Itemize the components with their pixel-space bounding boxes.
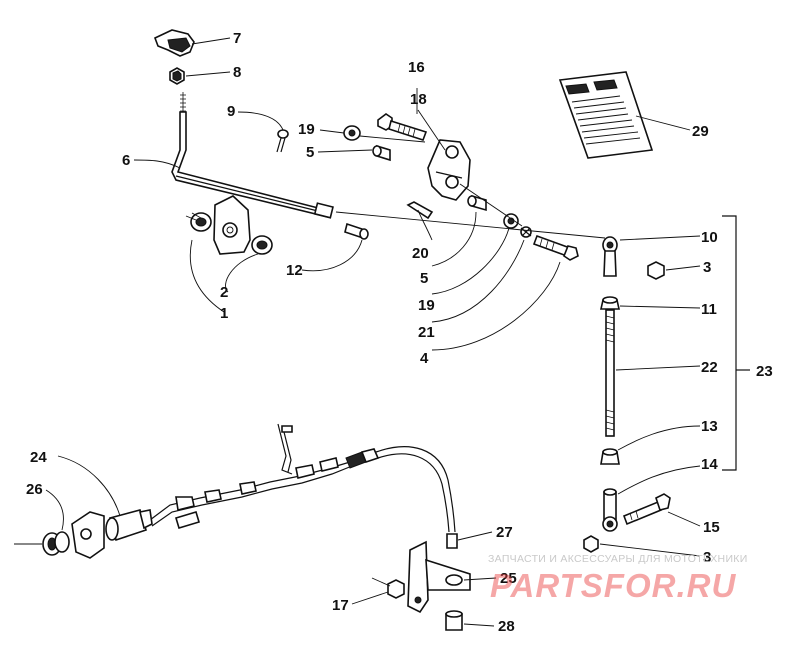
- tie-rod-assembly-bracket: [722, 215, 750, 471]
- jam-nut: [169, 67, 185, 85]
- warning-decal: [558, 71, 654, 159]
- callout-19-lower: 19: [418, 297, 435, 314]
- callout-17: 17: [332, 597, 349, 614]
- shift-cable: [375, 446, 458, 549]
- grommet: [445, 610, 463, 631]
- clevis-pin: [344, 222, 369, 240]
- callout-29: 29: [692, 123, 709, 140]
- watermark-logo: PARTSFOR.RU: [490, 567, 737, 604]
- hex-bolt-lower: [622, 493, 671, 526]
- cable-connector: [345, 448, 380, 469]
- pivot-bracket: [427, 139, 471, 201]
- switch-nut: [42, 531, 70, 556]
- callout-11: 11: [701, 301, 717, 318]
- callout-3-upper: 3: [703, 259, 711, 276]
- callout-18: 18: [410, 91, 427, 108]
- wiring-harness: [149, 423, 353, 529]
- bushing-right: [251, 235, 273, 255]
- callout-14: 14: [701, 456, 718, 473]
- shift-handle-knob: [153, 29, 195, 57]
- washer-lower: [503, 213, 519, 229]
- callout-26: 26: [26, 481, 43, 498]
- callout-28: 28: [498, 618, 515, 635]
- leader-lines: [14, 37, 701, 627]
- callout-3-lower: 3: [703, 549, 711, 566]
- cotter-pin: [276, 129, 289, 153]
- callout-15: 15: [703, 519, 720, 536]
- threaded-rod: [605, 309, 615, 437]
- callout-6: 6: [122, 152, 130, 169]
- callout-5-lower: 5: [420, 270, 428, 287]
- callout-12: 12: [286, 262, 303, 279]
- switch-mounting-plate: [71, 511, 105, 559]
- jam-nut-lower: [600, 448, 620, 465]
- shift-lever-rod: [171, 92, 334, 219]
- callout-numbers: 7 8 9 6 2 1 12 16 18 19 5 20 5 19 21 4 2…: [26, 30, 773, 635]
- callout-9: 9: [227, 103, 235, 120]
- callout-16: 16: [408, 59, 425, 76]
- callout-19-upper: 19: [298, 121, 315, 138]
- jam-nut-upper: [600, 296, 620, 310]
- spacer-lower: [467, 194, 487, 212]
- callout-1: 1: [220, 305, 228, 322]
- lever-pivot-bracket: [213, 195, 251, 255]
- callout-10: 10: [701, 229, 718, 246]
- spacer-upper: [372, 144, 391, 162]
- callout-22: 22: [701, 359, 718, 376]
- callout-2: 2: [220, 284, 228, 301]
- dowel-pin: [406, 201, 434, 220]
- callout-7: 7: [233, 30, 241, 47]
- callout-21: 21: [418, 324, 435, 341]
- callout-20: 20: [412, 245, 429, 262]
- bracket-nut: [387, 579, 405, 599]
- hex-bolt: [532, 234, 579, 261]
- watermark-caption: ЗАПЧАСТИ И АКСЕССУАРЫ ДЛЯ МОТОТЕХНИКИ: [488, 553, 748, 565]
- callout-4: 4: [420, 350, 429, 367]
- lock-nut-lower: [583, 535, 599, 553]
- callout-27: 27: [496, 524, 513, 541]
- callout-25: 25: [500, 570, 517, 587]
- callout-8: 8: [233, 64, 241, 81]
- carriage-bolt: [377, 113, 428, 141]
- callout-5-upper: 5: [306, 144, 314, 161]
- callout-13: 13: [701, 418, 718, 435]
- lock-washer: [520, 226, 532, 238]
- bushing-left: [190, 212, 212, 232]
- gear-position-switch: [105, 509, 153, 542]
- washer-upper: [343, 125, 361, 141]
- cable-mounting-bracket: [407, 540, 471, 614]
- rod-end-lower: [602, 488, 618, 532]
- lock-nut-upper-right: [647, 261, 665, 280]
- watermark: ЗАПЧАСТИ И АКСЕССУАРЫ ДЛЯ МОТОТЕХНИКИ PA…: [488, 553, 800, 613]
- rod-end-upper: [602, 236, 618, 277]
- callout-23: 23: [756, 363, 773, 380]
- callout-24: 24: [30, 449, 47, 466]
